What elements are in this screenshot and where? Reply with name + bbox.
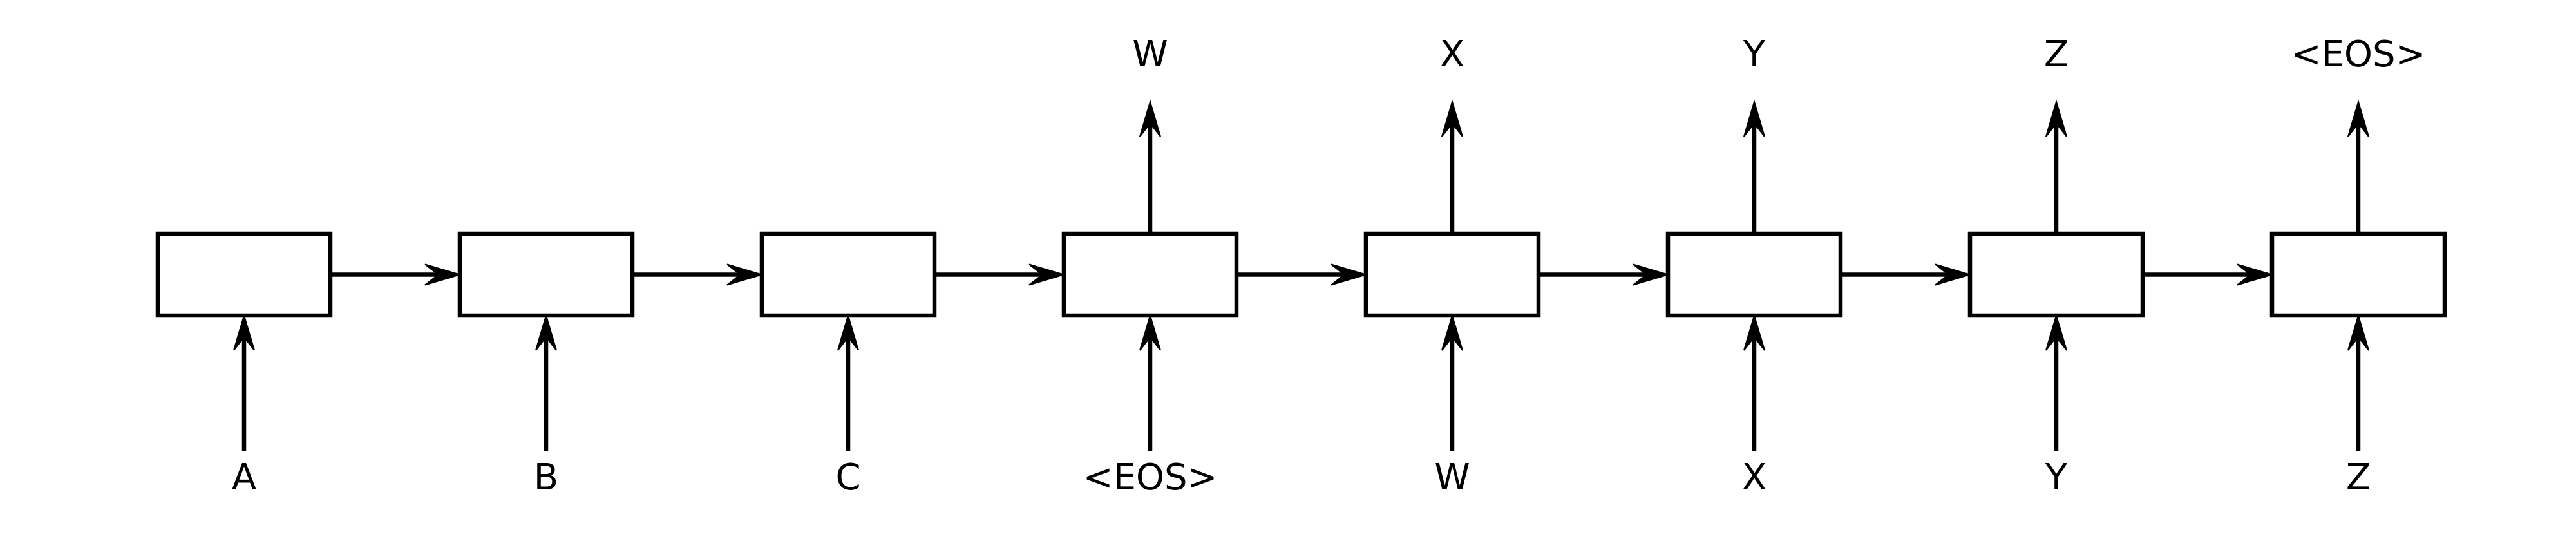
- rnn-cell: [457, 231, 635, 318]
- input-token-label: Y: [2045, 457, 2068, 498]
- input-arrow: [837, 313, 859, 451]
- output-token-label: Y: [1743, 33, 1766, 75]
- input-arrow-head: [535, 313, 557, 351]
- recurrent-arrow: [1236, 263, 1368, 286]
- rnn-cell: [155, 231, 333, 318]
- label-layer: A B C <EOS> W W X X Y Y Z Z <EOS>: [232, 33, 2426, 498]
- recurrent-arrow: [330, 263, 462, 286]
- connector-layer: [233, 99, 2369, 451]
- input-arrow: [1139, 313, 1161, 451]
- input-arrow-head: [2045, 313, 2067, 351]
- recurrent-arrow: [934, 263, 1066, 286]
- output-token-label: X: [1440, 33, 1464, 75]
- recurrent-arrow-head: [424, 263, 462, 286]
- input-arrow-head: [1441, 313, 1463, 351]
- recurrent-arrow-head: [1028, 263, 1066, 286]
- output-arrow: [1139, 99, 1161, 234]
- recurrent-arrow-head: [1935, 263, 1973, 286]
- rnn-cell: [1061, 231, 1239, 318]
- input-arrow-head: [233, 313, 255, 351]
- rnn-cell: [2269, 231, 2447, 318]
- recurrent-arrow: [1539, 263, 1671, 286]
- output-arrow: [1441, 99, 1463, 234]
- output-arrow-head: [2347, 99, 2369, 137]
- input-arrow-head: [1139, 313, 1161, 351]
- input-arrow-head: [1743, 313, 1765, 351]
- output-arrow-head: [1743, 99, 1765, 137]
- output-token-label: <EOS>: [2291, 33, 2426, 75]
- output-arrow-head: [2045, 99, 2067, 137]
- output-arrow: [1743, 99, 1765, 234]
- recurrent-arrow-head: [726, 263, 764, 286]
- output-arrow: [2347, 99, 2369, 234]
- input-token-label: A: [232, 457, 256, 498]
- input-arrow-head: [2347, 313, 2369, 351]
- output-token-label: W: [1132, 33, 1168, 75]
- output-token-label: Z: [2044, 33, 2069, 75]
- input-arrow-head: [837, 313, 859, 351]
- recurrent-arrow-head: [2237, 263, 2275, 286]
- recurrent-arrow-head: [1331, 263, 1368, 286]
- input-arrow: [2045, 313, 2067, 451]
- input-token-label: <EOS>: [1083, 457, 1218, 498]
- rnn-cell: [1665, 231, 1843, 318]
- input-token-label: W: [1434, 457, 1470, 498]
- input-arrow: [535, 313, 557, 451]
- input-token-label: C: [835, 457, 860, 498]
- input-arrow: [2347, 313, 2369, 451]
- output-arrow-head: [1441, 99, 1463, 137]
- recurrent-arrow: [632, 263, 764, 286]
- input-token-label: Z: [2346, 457, 2371, 498]
- input-arrow: [1743, 313, 1765, 451]
- output-arrow: [2045, 99, 2067, 234]
- recurrent-arrow: [2143, 263, 2275, 286]
- rnn-cell: [1967, 231, 2145, 318]
- input-arrow: [1441, 313, 1463, 451]
- output-arrow-head: [1139, 99, 1161, 137]
- cell-layer: [155, 231, 2447, 318]
- rnn-cell: [1363, 231, 1541, 318]
- input-token-label: B: [534, 457, 558, 498]
- recurrent-arrow: [1841, 263, 1973, 286]
- input-token-label: X: [1742, 457, 1766, 498]
- input-arrow: [233, 313, 255, 451]
- recurrent-arrow-head: [1633, 263, 1671, 286]
- rnn-cell: [759, 231, 937, 318]
